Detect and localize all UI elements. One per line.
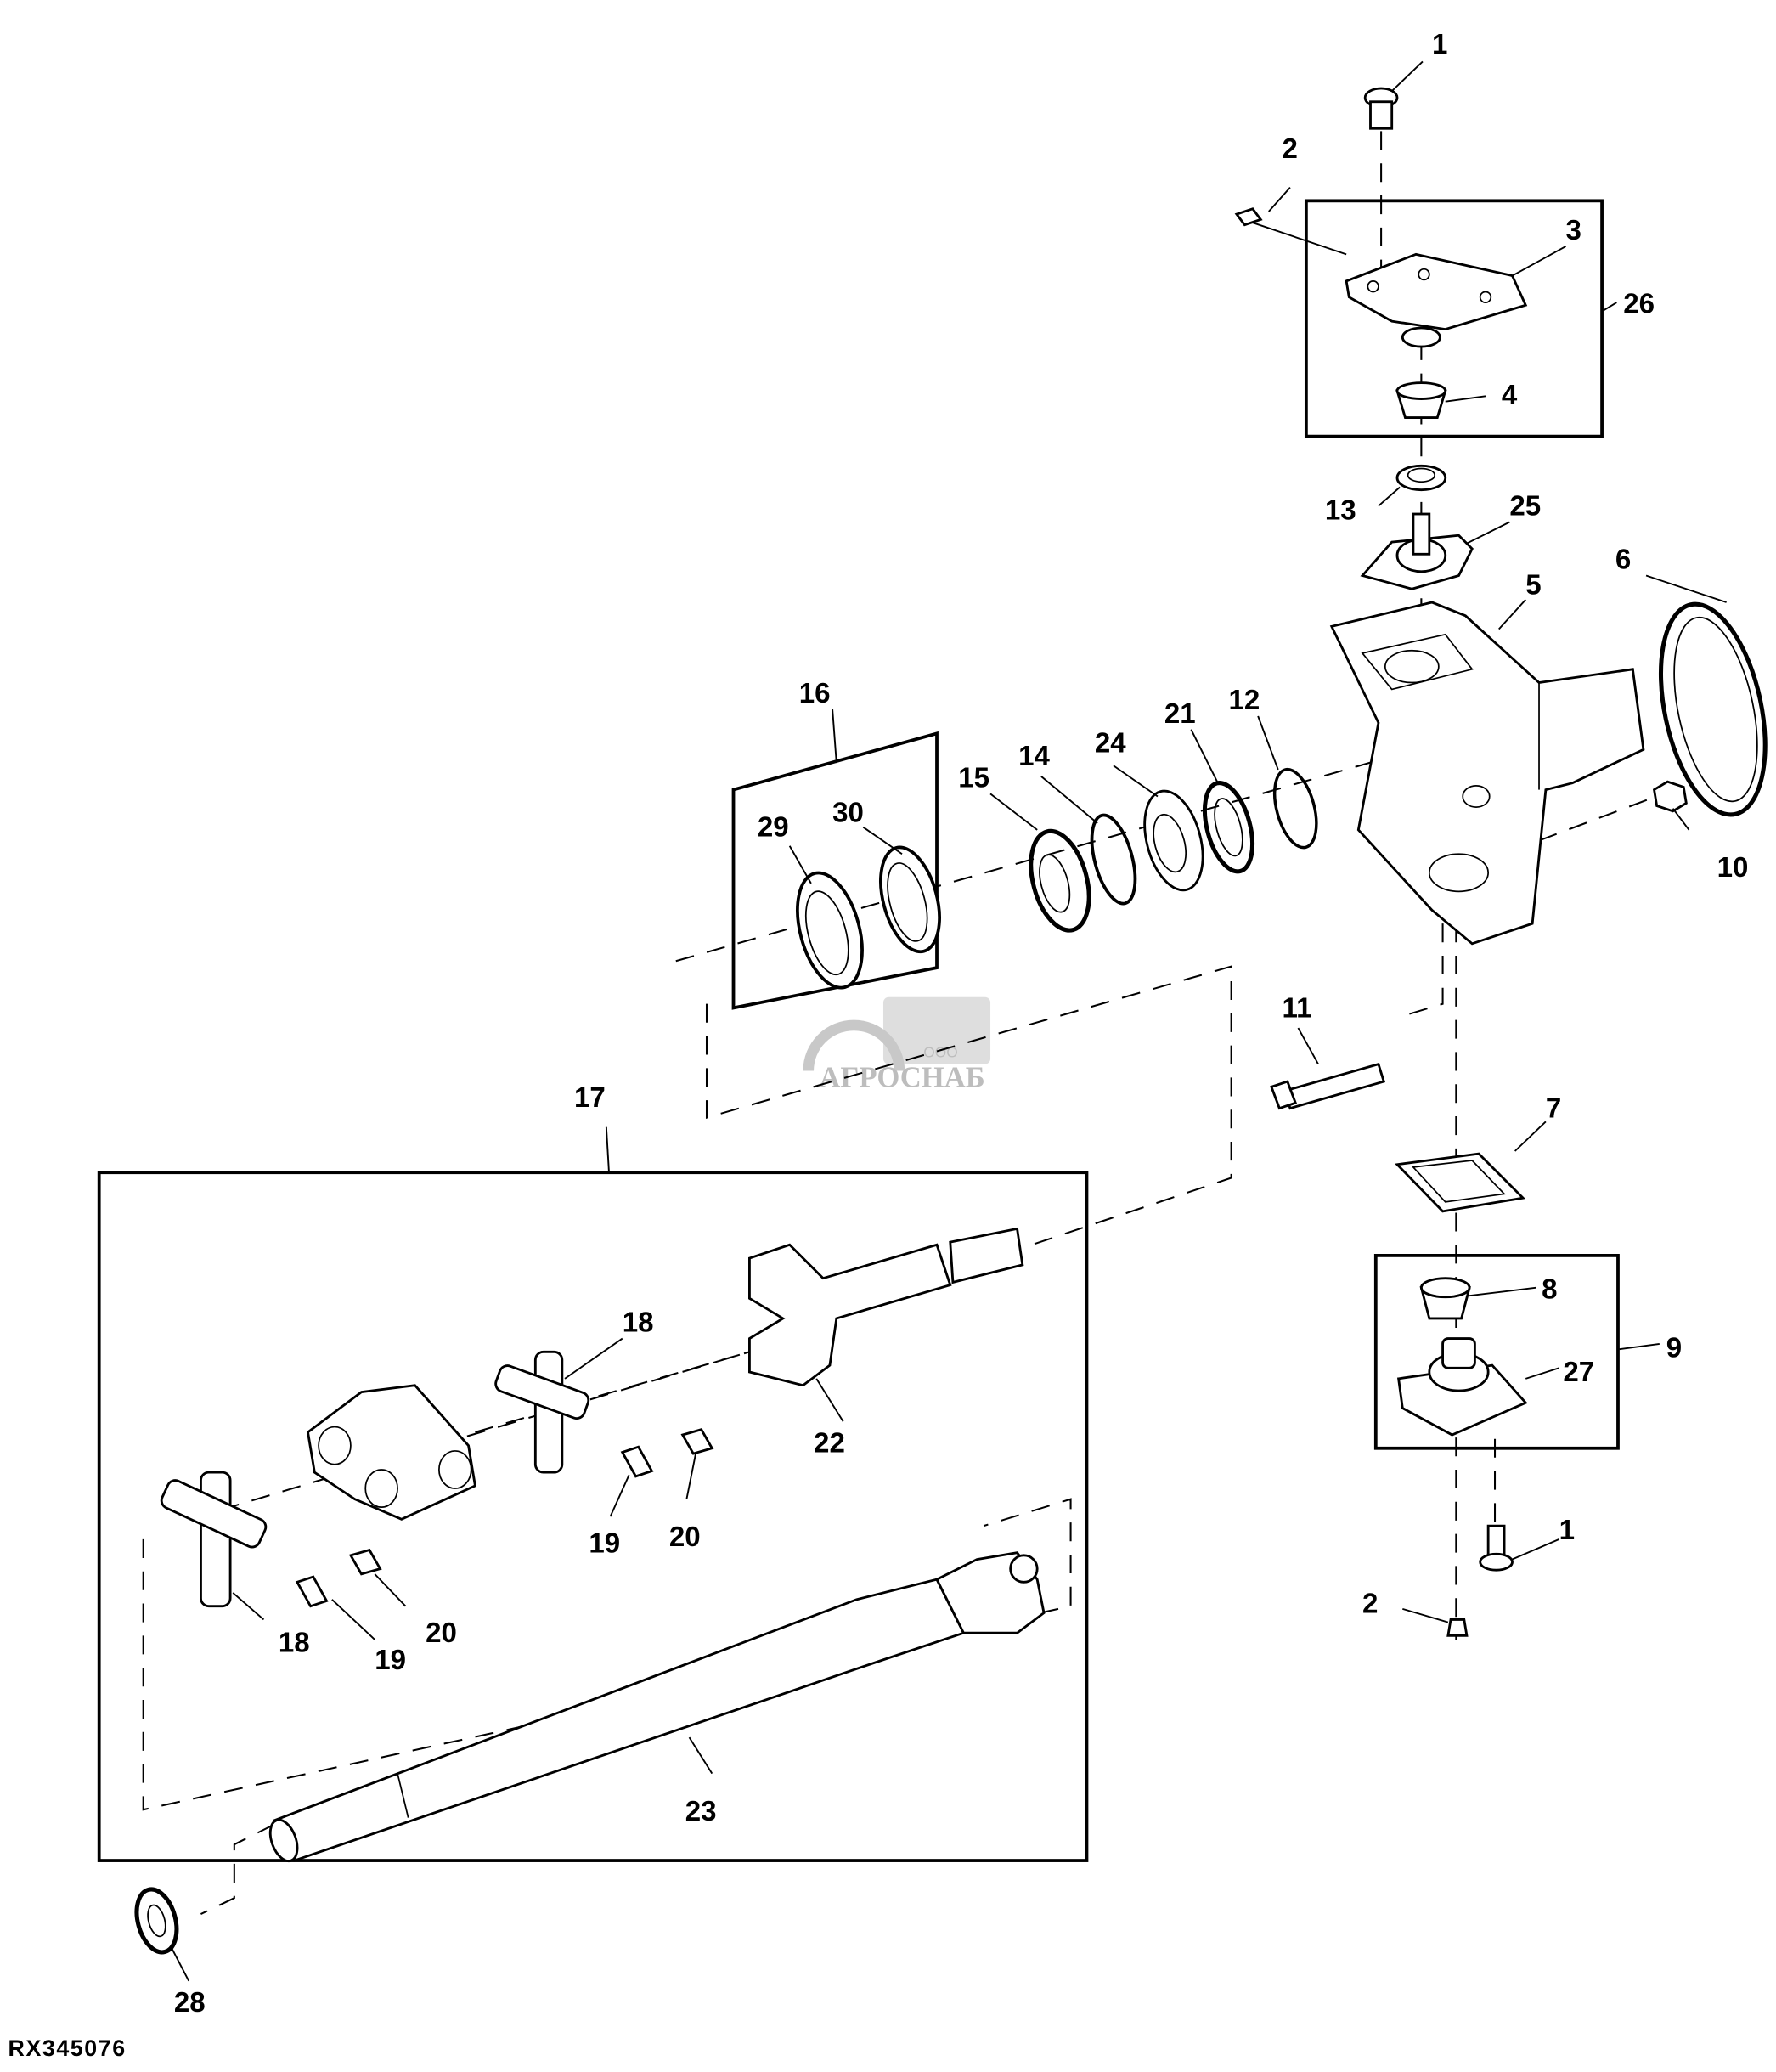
- part-25-kingpin-seal: [1360, 512, 1474, 590]
- part-2-grease-fitting-top: [1234, 207, 1263, 227]
- callout-24: 24: [1095, 727, 1126, 759]
- part-30-seal: [879, 845, 941, 954]
- callout-20-lower: 20: [426, 1618, 457, 1649]
- part-10-nut: [1652, 780, 1688, 813]
- part-20-plug-upper: [680, 1428, 714, 1455]
- part-27-lower-cap: [1396, 1337, 1528, 1437]
- callout-13: 13: [1325, 494, 1356, 526]
- callout-2-top: 2: [1283, 133, 1298, 165]
- part-12-snap-ring: [1272, 767, 1318, 850]
- part-14-snap-ring: [1090, 813, 1137, 906]
- callout-19-lower: 19: [375, 1645, 406, 1676]
- part-18-ujoint-cross-lower: [160, 1471, 268, 1608]
- part-29-seal: [796, 871, 864, 990]
- part-8-bearing-cone: [1419, 1277, 1471, 1320]
- callout-3: 3: [1566, 215, 1581, 246]
- part-2-grease-fitting-bottom: [1446, 1618, 1469, 1637]
- part-20-plug-lower: [348, 1548, 382, 1576]
- combine-harvester-icon: [882, 996, 991, 1064]
- gear-icon: [803, 1019, 905, 1071]
- callout-25: 25: [1509, 491, 1541, 522]
- callout-6: 6: [1615, 545, 1631, 576]
- leader-lines: [170, 60, 1727, 1982]
- part-22-inner-axle-shaft: [748, 1227, 1024, 1387]
- part-1-bolt-bottom: [1479, 1524, 1514, 1572]
- callout-11: 11: [1283, 992, 1312, 1024]
- callout-9: 9: [1666, 1333, 1682, 1364]
- callout-4: 4: [1502, 380, 1518, 411]
- callout-1-bottom: 1: [1559, 1515, 1575, 1546]
- watermark-logo: ООО АГРОСНАБ: [803, 996, 991, 1093]
- callout-16: 16: [799, 678, 831, 709]
- part-3-upper-cap: [1345, 252, 1528, 348]
- callout-1-top: 1: [1432, 29, 1447, 60]
- watermark-brand-text: АГРОСНАБ: [819, 1061, 984, 1093]
- callout-26: 26: [1623, 289, 1655, 320]
- part-coupling-yoke: [306, 1384, 477, 1521]
- part-18-ujoint-cross-upper: [494, 1350, 590, 1474]
- figure-code: RX345076: [8, 2035, 127, 2061]
- callout-29: 29: [758, 812, 789, 844]
- part-15-oil-seal: [1029, 828, 1091, 933]
- part-24-bearing: [1143, 789, 1204, 892]
- part-28-shaft-seal: [134, 1887, 179, 1955]
- part-6-seal-ring: [1658, 601, 1768, 817]
- callout-10: 10: [1717, 852, 1749, 884]
- part-13-bearing-cup: [1395, 464, 1447, 492]
- part-21-seal: [1202, 781, 1255, 874]
- group-box-9: [1373, 1254, 1620, 1450]
- callout-20-upper: 20: [669, 1522, 701, 1553]
- callout-12: 12: [1228, 685, 1260, 716]
- part-23-outer-axle-shaft: [268, 1551, 1046, 1863]
- part-19-grease-fitting-upper: [620, 1445, 654, 1478]
- callout-5: 5: [1525, 570, 1541, 601]
- callout-18-upper: 18: [623, 1307, 654, 1339]
- callout-14: 14: [1018, 741, 1050, 772]
- part-5-steering-knuckle: [1329, 601, 1645, 946]
- callout-28: 28: [174, 1987, 206, 2018]
- group-box-26: [1304, 199, 1604, 438]
- callout-21: 21: [1164, 698, 1196, 730]
- callout-7: 7: [1546, 1093, 1561, 1125]
- part-7-gasket: [1395, 1152, 1526, 1213]
- part-19-grease-fitting-lower: [295, 1575, 329, 1608]
- callout-15: 15: [958, 762, 989, 793]
- callout-23: 23: [685, 1796, 717, 1827]
- callout-27: 27: [1563, 1357, 1594, 1388]
- callout-8: 8: [1542, 1273, 1557, 1305]
- callout-17: 17: [574, 1082, 606, 1114]
- group-box-17: [97, 1171, 1089, 1862]
- group-box-16: [731, 731, 939, 1010]
- callout-19-upper: 19: [589, 1528, 620, 1560]
- part-1-bolt-top: [1363, 87, 1399, 130]
- callout-2-bottom: 2: [1362, 1589, 1378, 1620]
- callout-labels: 1 2 3 26 4 13 25 5 6 16 15 14 24 21 12 2…: [174, 29, 1748, 2018]
- part-4-bearing-cone: [1395, 381, 1447, 419]
- callout-22: 22: [814, 1428, 845, 1459]
- callout-18-lower: 18: [279, 1627, 310, 1658]
- callout-30: 30: [832, 797, 864, 828]
- part-11-bolt: [1270, 1062, 1386, 1110]
